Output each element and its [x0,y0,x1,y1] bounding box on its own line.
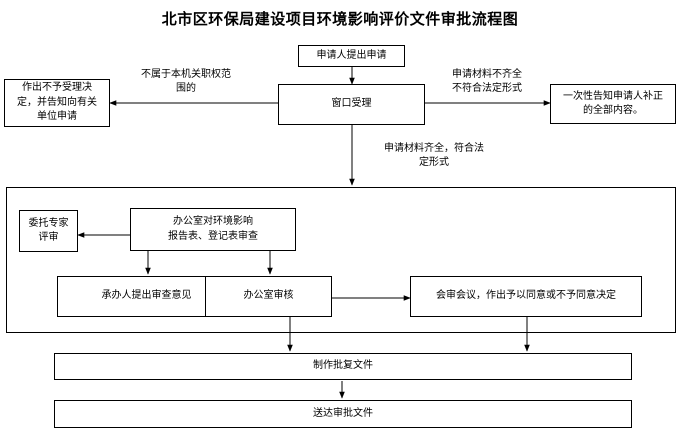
node-apply: 申请人提出申请 [298,45,405,67]
node-deliver-document-label: 送达审批文件 [313,407,373,419]
node-office-review-label: 办公室对环境影响 报告表、登记表审查 [168,216,258,242]
edge-label-complete: 申请材料齐全，符合法 定形式 [384,143,484,168]
node-window-label: 窗口受理 [331,98,372,110]
node-deliver-document: 送达审批文件 [54,400,632,428]
node-expert-review-label: 委托专家 评审 [28,217,69,244]
edge-label-not-in-scope: 不属于本机关职权范 围的 [141,69,231,94]
node-meeting-label: 会审会议，作出予以同意或不予同意决定 [436,290,616,302]
node-supplement-label: 一次性告知申请人补正 的全部内容。 [563,90,663,117]
node-office-audit-label: 办公室审核 [243,290,294,302]
node-make-document-label: 制作批复文件 [313,360,373,372]
node-reject: 作出不予受理决 定，并告知向有关 单位申请 [4,79,110,127]
node-handler-opinion-label: 承办人提出审查意见 [101,290,192,302]
node-make-document: 制作批复文件 [54,353,632,380]
review-process-container [6,187,676,333]
node-reject-label: 作出不予受理决 定，并告知向有关 单位申请 [17,82,97,123]
node-office-audit: 办公室审核 [205,276,332,317]
node-window: 窗口受理 [278,84,425,125]
page-title: 北市区环保局建设项目环境影响评价文件审批流程图 [161,10,519,28]
node-apply-label: 申请人提出申请 [316,49,387,61]
node-expert-review: 委托专家 评审 [19,210,78,252]
node-meeting: 会审会议，作出予以同意或不予同意决定 [410,276,642,317]
edge-label-incomplete: 申请材料不齐全 不符合法定形式 [452,69,522,94]
node-supplement: 一次性告知申请人补正 的全部内容。 [550,84,676,124]
node-office-review: 办公室对环境影响 报告表、登记表审查 [130,208,296,251]
